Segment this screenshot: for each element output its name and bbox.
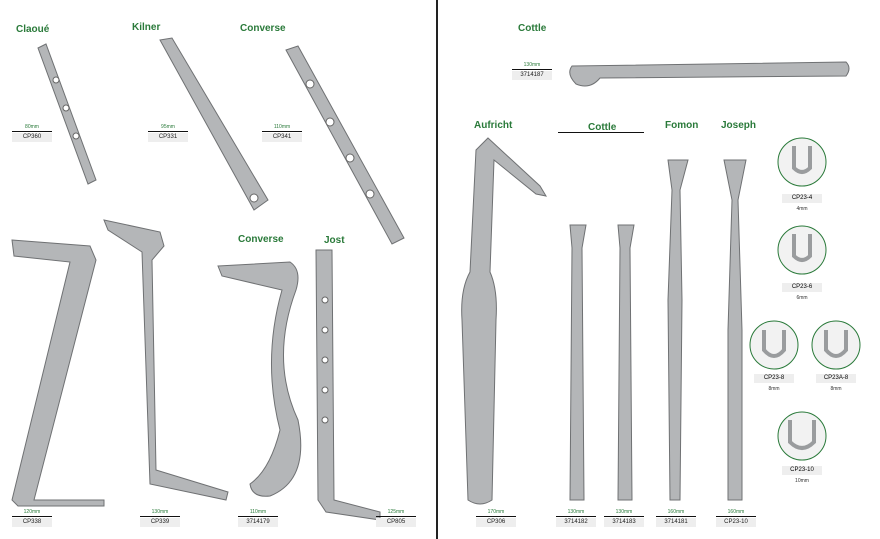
title-cottle: Cottle — [518, 23, 547, 34]
retractor-cp338 — [11, 239, 105, 507]
title-jost: Jost — [324, 235, 345, 246]
title-joseph: Joseph — [721, 120, 757, 131]
title-kilner: Kilner — [132, 22, 161, 33]
jost-retractor — [315, 249, 381, 521]
fomon-hook — [667, 159, 689, 501]
title-converse-2: Converse — [238, 234, 284, 245]
joseph-hook — [723, 159, 747, 501]
title-aufricht: Aufricht — [474, 120, 513, 131]
converse-retractor — [285, 45, 405, 245]
cottle-elevator — [569, 61, 850, 87]
title-converse: Converse — [240, 23, 286, 34]
title-fomon: Fomon — [665, 120, 699, 131]
aufricht-retractor — [461, 137, 548, 505]
retractor-cp339 — [103, 219, 229, 501]
converse-large-retractor — [217, 261, 302, 497]
cottle-hook-1 — [569, 224, 587, 501]
kilner-retractor — [159, 37, 269, 211]
claoue-retractor — [37, 43, 97, 185]
title-claoue: Claoué — [16, 24, 50, 35]
cottle-hook-2 — [617, 224, 635, 501]
page-divider — [436, 0, 438, 539]
cottle-underline — [558, 132, 644, 133]
title-cottle-2: Cottle — [588, 122, 617, 133]
